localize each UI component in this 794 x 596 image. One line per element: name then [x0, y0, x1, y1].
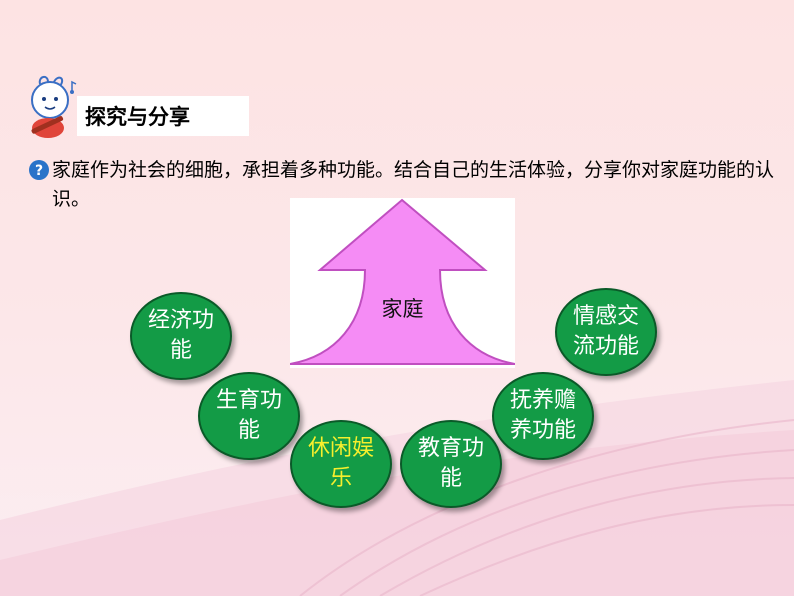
- question-text: 家庭作为社会的细胞，承担着多种功能。结合自己的生活体验，分享你对家庭功能的认识。: [52, 159, 775, 210]
- node-leisure: 休闲娱乐: [290, 420, 392, 508]
- node-label: 经济功能: [147, 308, 214, 363]
- up-arrow-shape: [290, 198, 515, 365]
- node-label: 教育功能: [417, 436, 484, 491]
- center-label: 家庭: [381, 297, 424, 321]
- node-emotion: 情感交流功能: [555, 288, 657, 376]
- node-label: 抚养赡养功能: [509, 388, 576, 443]
- node-support: 抚养赡养功能: [492, 372, 594, 460]
- section-title: 探究与分享: [77, 96, 249, 136]
- question-mark-icon: ?: [29, 160, 49, 180]
- arrow-panel: 家庭: [290, 198, 515, 368]
- node-label: 休闲娱乐: [307, 436, 374, 491]
- node-label: 生育功能: [215, 388, 282, 443]
- node-economic: 经济功能: [130, 292, 232, 380]
- node-reproduction: 生育功能: [198, 372, 300, 460]
- svg-text:?: ?: [35, 163, 43, 179]
- node-education: 教育功能: [400, 420, 502, 508]
- node-label: 情感交流功能: [572, 304, 639, 359]
- cartoon-mascot-icon: [31, 76, 77, 138]
